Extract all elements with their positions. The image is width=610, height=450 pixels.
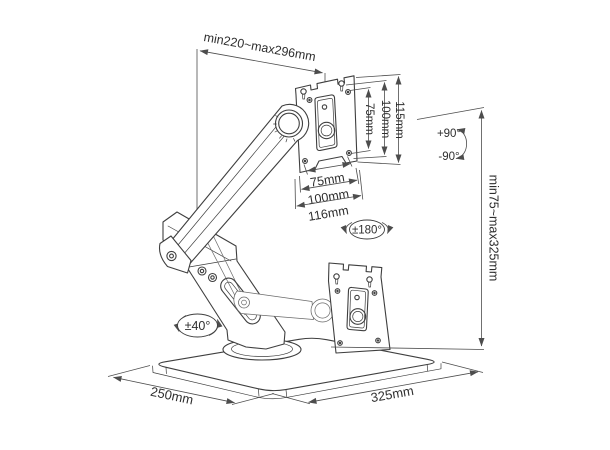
swivel-badge: ±40° [173,313,223,338]
rotation-badge: ±180° [340,219,394,240]
label-base-depth: 250mm [149,384,195,408]
label-vesa-v-75: 75mm [363,103,375,135]
label-vesa-rotation: ±180° [352,225,382,237]
lower-vesa-plate [327,262,391,354]
label-vesa-v-100: 100mm [379,100,391,138]
label-base-width: 325mm [370,383,415,405]
label-arm-reach: min220~max296mm [203,30,317,64]
label-tilt-up: +90° [437,128,461,140]
label-vesa-v-115: 115mm [393,101,405,139]
label-tilt-down: -90° [438,151,459,163]
label-height-range: min75~max325mm [487,175,501,282]
label-vesa-h-116: 116mm [307,203,350,224]
elbow-joint [158,235,218,283]
ghost-arm [233,290,335,323]
pivot-joint [273,109,304,143]
label-arm-swivel: ±40° [185,319,211,333]
